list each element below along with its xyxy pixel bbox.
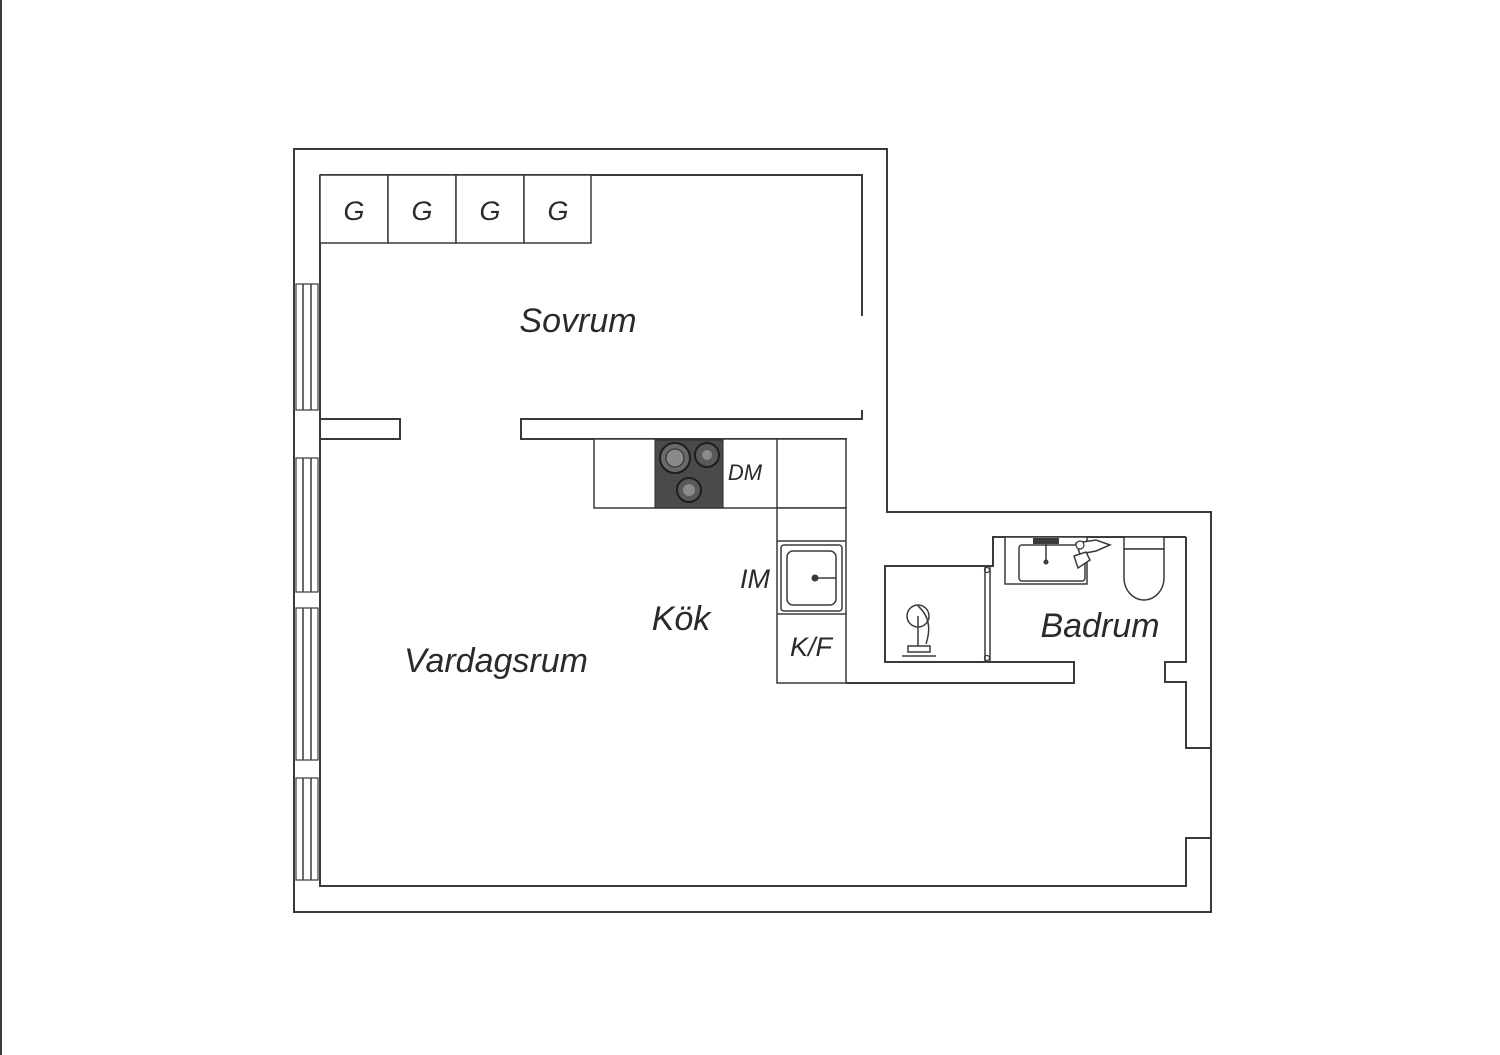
wardrobe-label: G — [547, 196, 568, 226]
window-living-3 — [295, 777, 319, 881]
room-label-vardagsrum: Vardagsrum — [404, 642, 588, 680]
wardrobe-label: G — [479, 196, 500, 226]
kitchen-counter: DM — [593, 438, 847, 509]
window-living-2 — [295, 607, 319, 761]
burner-icon — [665, 448, 685, 468]
room-label-kok: Kök — [652, 600, 713, 638]
burner-icon — [683, 484, 695, 496]
wardrobe-label: G — [411, 196, 432, 226]
shower — [902, 566, 991, 662]
bedroom-partition-left — [320, 418, 401, 440]
dishwasher-label: DM — [728, 460, 763, 485]
wardrobe-2 — [387, 174, 457, 244]
bathroom-sink-icon — [1004, 536, 1088, 585]
window-living-1 — [295, 457, 319, 593]
kitchen-side-counter: IM K/F — [740, 507, 847, 684]
wardrobe-label: G — [343, 196, 364, 226]
bathroom-wall — [846, 536, 1186, 684]
toilet-icon — [1123, 536, 1165, 601]
inner-wall-outline — [319, 174, 1211, 887]
outer-wall — [293, 148, 1212, 913]
room-label-badrum: Badrum — [1040, 607, 1159, 645]
tap-icon — [1073, 539, 1113, 570]
microwave-label: IM — [740, 564, 771, 594]
wardrobe-4 — [523, 174, 592, 244]
bedroom-partition-right — [520, 418, 862, 440]
wardrobe-3 — [455, 174, 525, 244]
burner-icon — [702, 450, 712, 460]
window-bedroom — [295, 283, 319, 411]
fridge-freezer-label: K/F — [790, 632, 834, 662]
wardrobe-row: G G G G — [319, 174, 592, 244]
room-label-sovrum: Sovrum — [519, 302, 636, 340]
